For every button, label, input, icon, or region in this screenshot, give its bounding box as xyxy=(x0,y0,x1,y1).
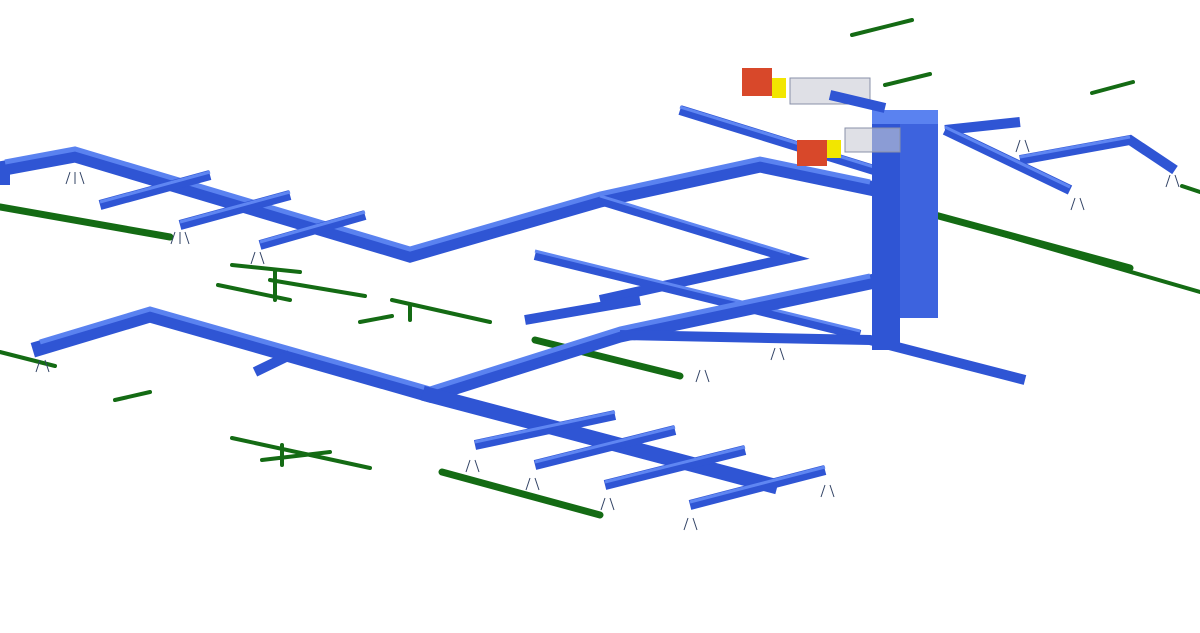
damper-assembly-top xyxy=(742,68,887,113)
piping-network xyxy=(0,18,1200,519)
duct-upper-branches xyxy=(0,168,862,340)
damper-red xyxy=(742,68,772,96)
damper-red xyxy=(797,140,827,166)
ductwork xyxy=(0,105,1178,510)
pipe-top-3 xyxy=(1090,80,1135,95)
pipe-right-main-body xyxy=(931,211,1134,272)
duct-lower-trunk xyxy=(420,385,780,495)
pipe-top-2 xyxy=(883,72,932,87)
pipe-right-stub xyxy=(1180,184,1200,194)
diffusers xyxy=(35,139,1180,531)
duct-lower-branches xyxy=(252,105,1178,510)
damper-assembly-bottom xyxy=(797,127,901,166)
duct-upper-main xyxy=(0,147,879,263)
pipe-cluster-3 xyxy=(230,436,372,470)
pipe-cluster-1 xyxy=(216,263,367,302)
pipe-top-1 xyxy=(850,18,914,37)
damper-yellow xyxy=(772,78,786,98)
pipe-small-1 xyxy=(113,390,152,402)
transparent-duct-section xyxy=(844,127,901,153)
pipe-left-main xyxy=(0,203,174,241)
damper-yellow xyxy=(827,140,841,158)
pipe-lower xyxy=(438,468,604,519)
pipe-cluster-2 xyxy=(358,298,492,324)
